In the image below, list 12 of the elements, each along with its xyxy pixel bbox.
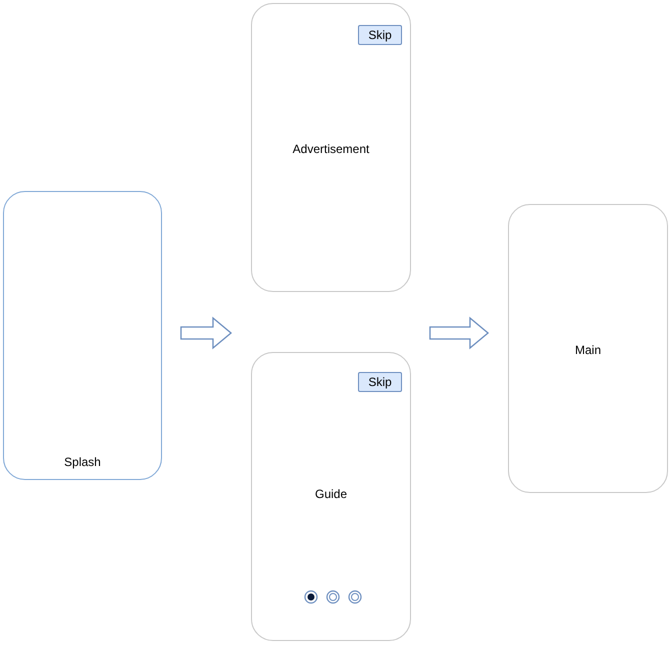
- phone-screen: [3, 191, 162, 480]
- screen-title: Main: [574, 343, 602, 357]
- skip-button: Skip: [358, 372, 402, 392]
- phone-screen: [251, 352, 411, 641]
- block-arrow: [180, 316, 232, 350]
- phone-screen: [508, 204, 668, 493]
- screen-title: Guide: [314, 487, 348, 501]
- screen-title: Advertisement: [292, 142, 370, 156]
- screen-title: Splash: [63, 455, 102, 469]
- block-arrow: [429, 316, 490, 350]
- skip-button: Skip: [358, 25, 402, 45]
- phone-screen: [251, 3, 411, 292]
